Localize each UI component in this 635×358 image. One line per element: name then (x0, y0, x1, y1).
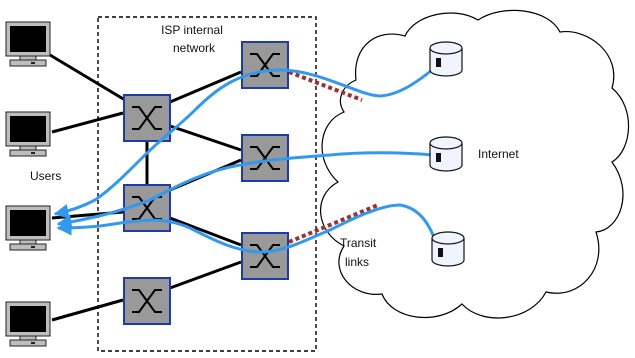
monitor-icon (5, 111, 51, 157)
internet-label: Internet (478, 147, 519, 161)
traffic-paths (53, 64, 439, 254)
router-icon (123, 277, 171, 325)
monitor-icon (5, 301, 51, 347)
user-access-links (49, 53, 126, 322)
server-icon (429, 41, 463, 77)
monitor-icon (5, 205, 51, 251)
transit-label-line2: links (345, 255, 369, 269)
transit-label-line1: Transit (340, 236, 377, 250)
isp-network-boundary (97, 16, 317, 352)
isp-network-label-line2: network (173, 41, 216, 55)
users-label: Users (30, 169, 61, 183)
transit-links (288, 70, 379, 244)
router-icon (241, 232, 289, 280)
server-icon (429, 136, 463, 172)
monitor-icon (5, 21, 51, 67)
server-icon (431, 231, 465, 267)
router-icon (123, 94, 171, 142)
internet-cloud-icon (320, 9, 630, 319)
router-icon (241, 41, 289, 89)
isp-network-label-line1: ISP internal (161, 23, 223, 37)
